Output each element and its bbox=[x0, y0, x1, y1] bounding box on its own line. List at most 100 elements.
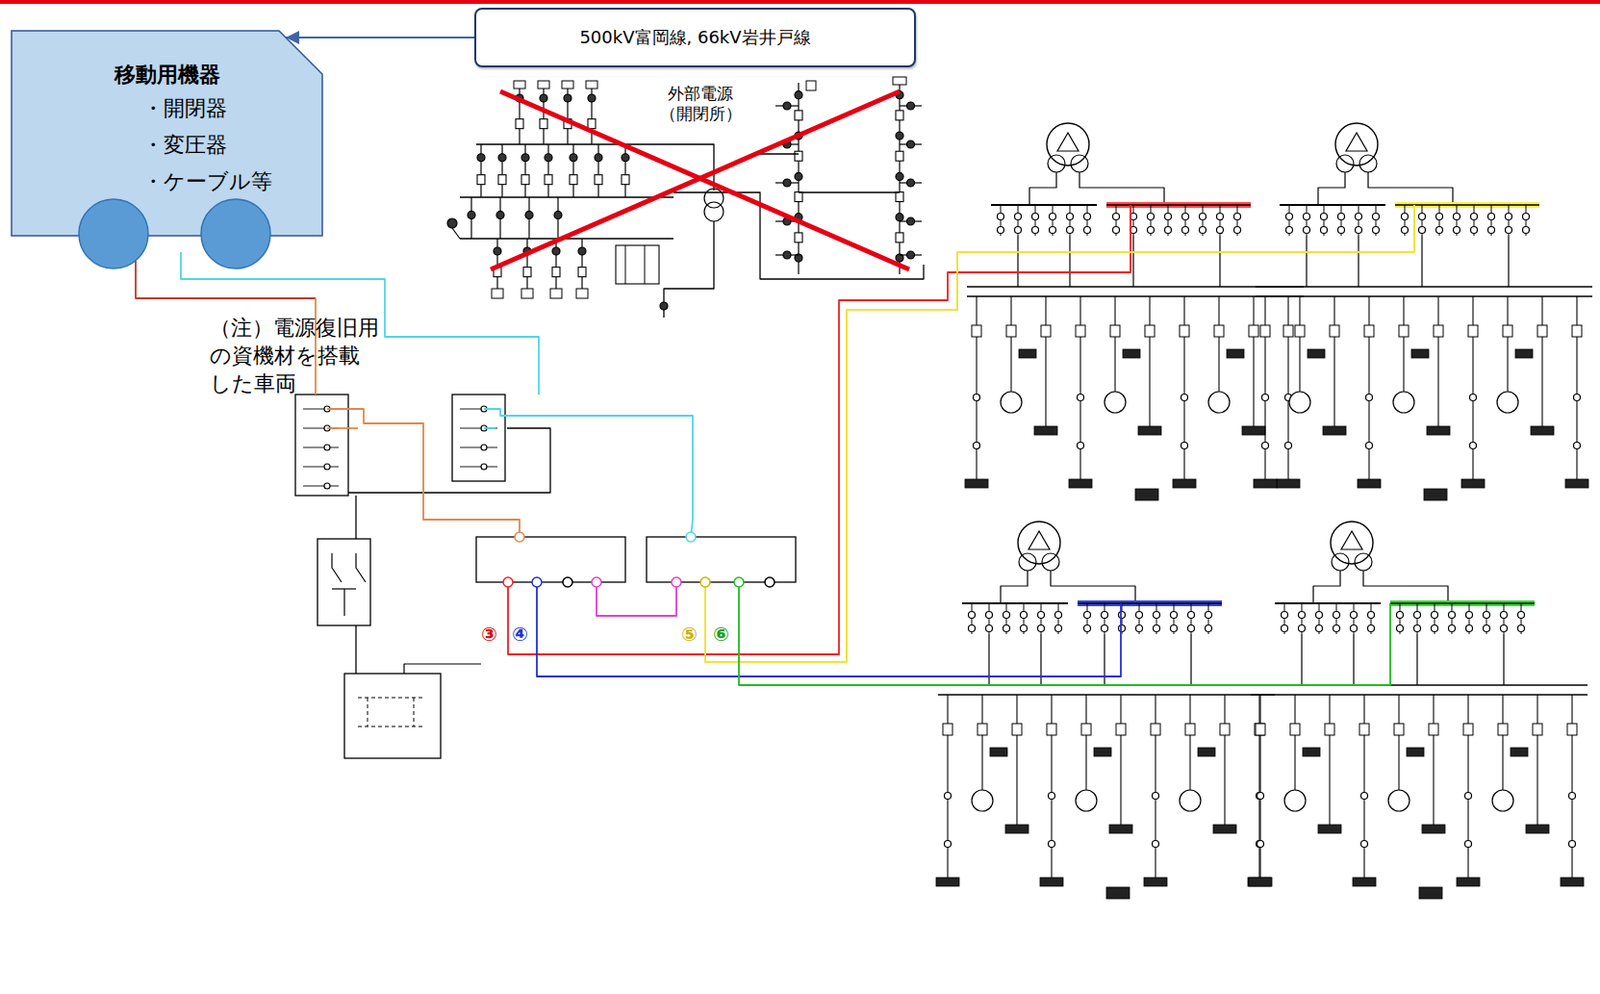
breaker-symbol bbox=[1361, 840, 1369, 848]
feeder-line bbox=[644, 245, 646, 284]
feeder-line bbox=[1397, 694, 1399, 724]
breaker-symbol bbox=[1368, 611, 1375, 619]
breaker-symbol bbox=[1281, 625, 1289, 633]
transformer-symbol bbox=[1017, 521, 1061, 564]
disconnector-symbol bbox=[907, 217, 915, 226]
cable-route bbox=[507, 204, 1131, 655]
motor-symbol bbox=[1075, 789, 1097, 812]
breaker-symbol bbox=[1366, 394, 1373, 402]
breaker-symbol bbox=[1453, 213, 1461, 221]
feeder-line bbox=[547, 144, 549, 198]
cable-route bbox=[596, 582, 677, 616]
bus-bar-highlight bbox=[1077, 600, 1222, 607]
feeder-line bbox=[1368, 296, 1370, 326]
load-tag bbox=[1352, 877, 1376, 887]
panel-line bbox=[303, 466, 339, 468]
feeder-line bbox=[355, 495, 356, 539]
feeder-line bbox=[1313, 570, 1341, 604]
callout-number: ③ bbox=[481, 622, 498, 646]
breaker-symbol bbox=[1368, 625, 1375, 633]
disconnector-symbol bbox=[907, 178, 915, 187]
breaker-symbol bbox=[997, 213, 1005, 221]
motor-symbol bbox=[1179, 789, 1201, 812]
breaker-symbol bbox=[1032, 213, 1040, 221]
feeder-line bbox=[1437, 296, 1439, 326]
panel-terminal bbox=[532, 577, 542, 587]
bus-bar bbox=[1077, 602, 1222, 604]
transformer-symbol bbox=[704, 202, 724, 222]
breaker-symbol bbox=[1465, 840, 1473, 848]
feeder-line bbox=[1300, 634, 1302, 686]
feeder-line bbox=[1437, 336, 1439, 427]
feeder-line bbox=[572, 144, 574, 198]
breaker-symbol bbox=[1006, 325, 1016, 337]
callout-number: ⑤ bbox=[681, 622, 698, 646]
feeder-line bbox=[1103, 634, 1105, 686]
disconnector-symbol bbox=[552, 247, 560, 255]
breaker-symbol bbox=[523, 267, 532, 278]
arrow-connector bbox=[285, 36, 475, 39]
feeder-line bbox=[1252, 336, 1254, 427]
disconnector-symbol bbox=[907, 251, 915, 259]
load-tag bbox=[1276, 479, 1300, 488]
load-tag bbox=[1068, 479, 1093, 488]
feeder-line bbox=[1258, 694, 1260, 724]
breaker-symbol bbox=[1361, 792, 1369, 800]
breaker-symbol bbox=[895, 151, 904, 161]
breaker-symbol bbox=[973, 442, 981, 450]
breaker-symbol bbox=[794, 151, 803, 161]
breaker-symbol bbox=[1414, 611, 1422, 619]
feeder-line bbox=[1264, 336, 1266, 480]
feeder-line bbox=[355, 625, 356, 674]
breaker-symbol bbox=[1286, 213, 1294, 221]
tag-box bbox=[1093, 747, 1112, 757]
breaker-symbol bbox=[1372, 213, 1380, 221]
breaker-symbol bbox=[1182, 213, 1190, 221]
transformer-symbol bbox=[1047, 154, 1066, 173]
breaker-symbol bbox=[1532, 723, 1543, 736]
breaker-symbol bbox=[1170, 611, 1178, 619]
breaker-symbol bbox=[1505, 213, 1513, 221]
breaker-symbol bbox=[986, 611, 993, 619]
feeder-line bbox=[1298, 336, 1300, 392]
feeder-line bbox=[1219, 235, 1220, 287]
breaker-symbol bbox=[1401, 227, 1409, 234]
transformer-symbol bbox=[1070, 154, 1089, 173]
switch-symbol bbox=[331, 553, 342, 583]
breaker-symbol bbox=[544, 175, 553, 185]
breaker-symbol bbox=[1048, 792, 1056, 800]
vehicle-box: 移動用機器・開閉器・変圧器・ケーブル等 bbox=[11, 30, 323, 236]
feeder-line bbox=[1259, 735, 1261, 878]
disconnector-symbol bbox=[783, 251, 791, 259]
breaker-symbol bbox=[1038, 611, 1045, 619]
feeder-line bbox=[1183, 296, 1185, 326]
breaker-symbol bbox=[1066, 213, 1074, 221]
feeder-line bbox=[1363, 735, 1365, 878]
feeder-line bbox=[1085, 735, 1087, 790]
feeder-line bbox=[496, 238, 498, 289]
load-tag bbox=[1248, 877, 1272, 887]
breaker-symbol bbox=[968, 611, 976, 619]
callout-number: ⑥ bbox=[712, 622, 730, 646]
tag-box bbox=[1411, 349, 1429, 358]
load-tag bbox=[1565, 479, 1589, 488]
disconnector-symbol bbox=[578, 247, 586, 255]
generator-symbol bbox=[357, 697, 424, 727]
transformer-symbol bbox=[1336, 154, 1354, 173]
breaker-symbol bbox=[895, 110, 904, 121]
panel-terminal bbox=[685, 532, 696, 542]
breaker-symbol bbox=[1401, 213, 1409, 221]
breaker-symbol bbox=[1448, 625, 1456, 633]
breaker-symbol bbox=[1181, 442, 1189, 450]
tag-box bbox=[990, 747, 1008, 757]
disconnector-symbol bbox=[794, 91, 803, 100]
load-tag bbox=[936, 877, 960, 887]
breaker-symbol bbox=[1448, 611, 1456, 619]
disconnector-symbol bbox=[783, 178, 791, 187]
motor-symbol bbox=[1289, 391, 1311, 413]
feeder-line bbox=[1421, 235, 1423, 287]
breaker-symbol bbox=[1081, 723, 1092, 736]
motor-symbol bbox=[1393, 391, 1415, 413]
breaker-symbol bbox=[521, 175, 530, 185]
switch-symbol bbox=[355, 553, 366, 583]
